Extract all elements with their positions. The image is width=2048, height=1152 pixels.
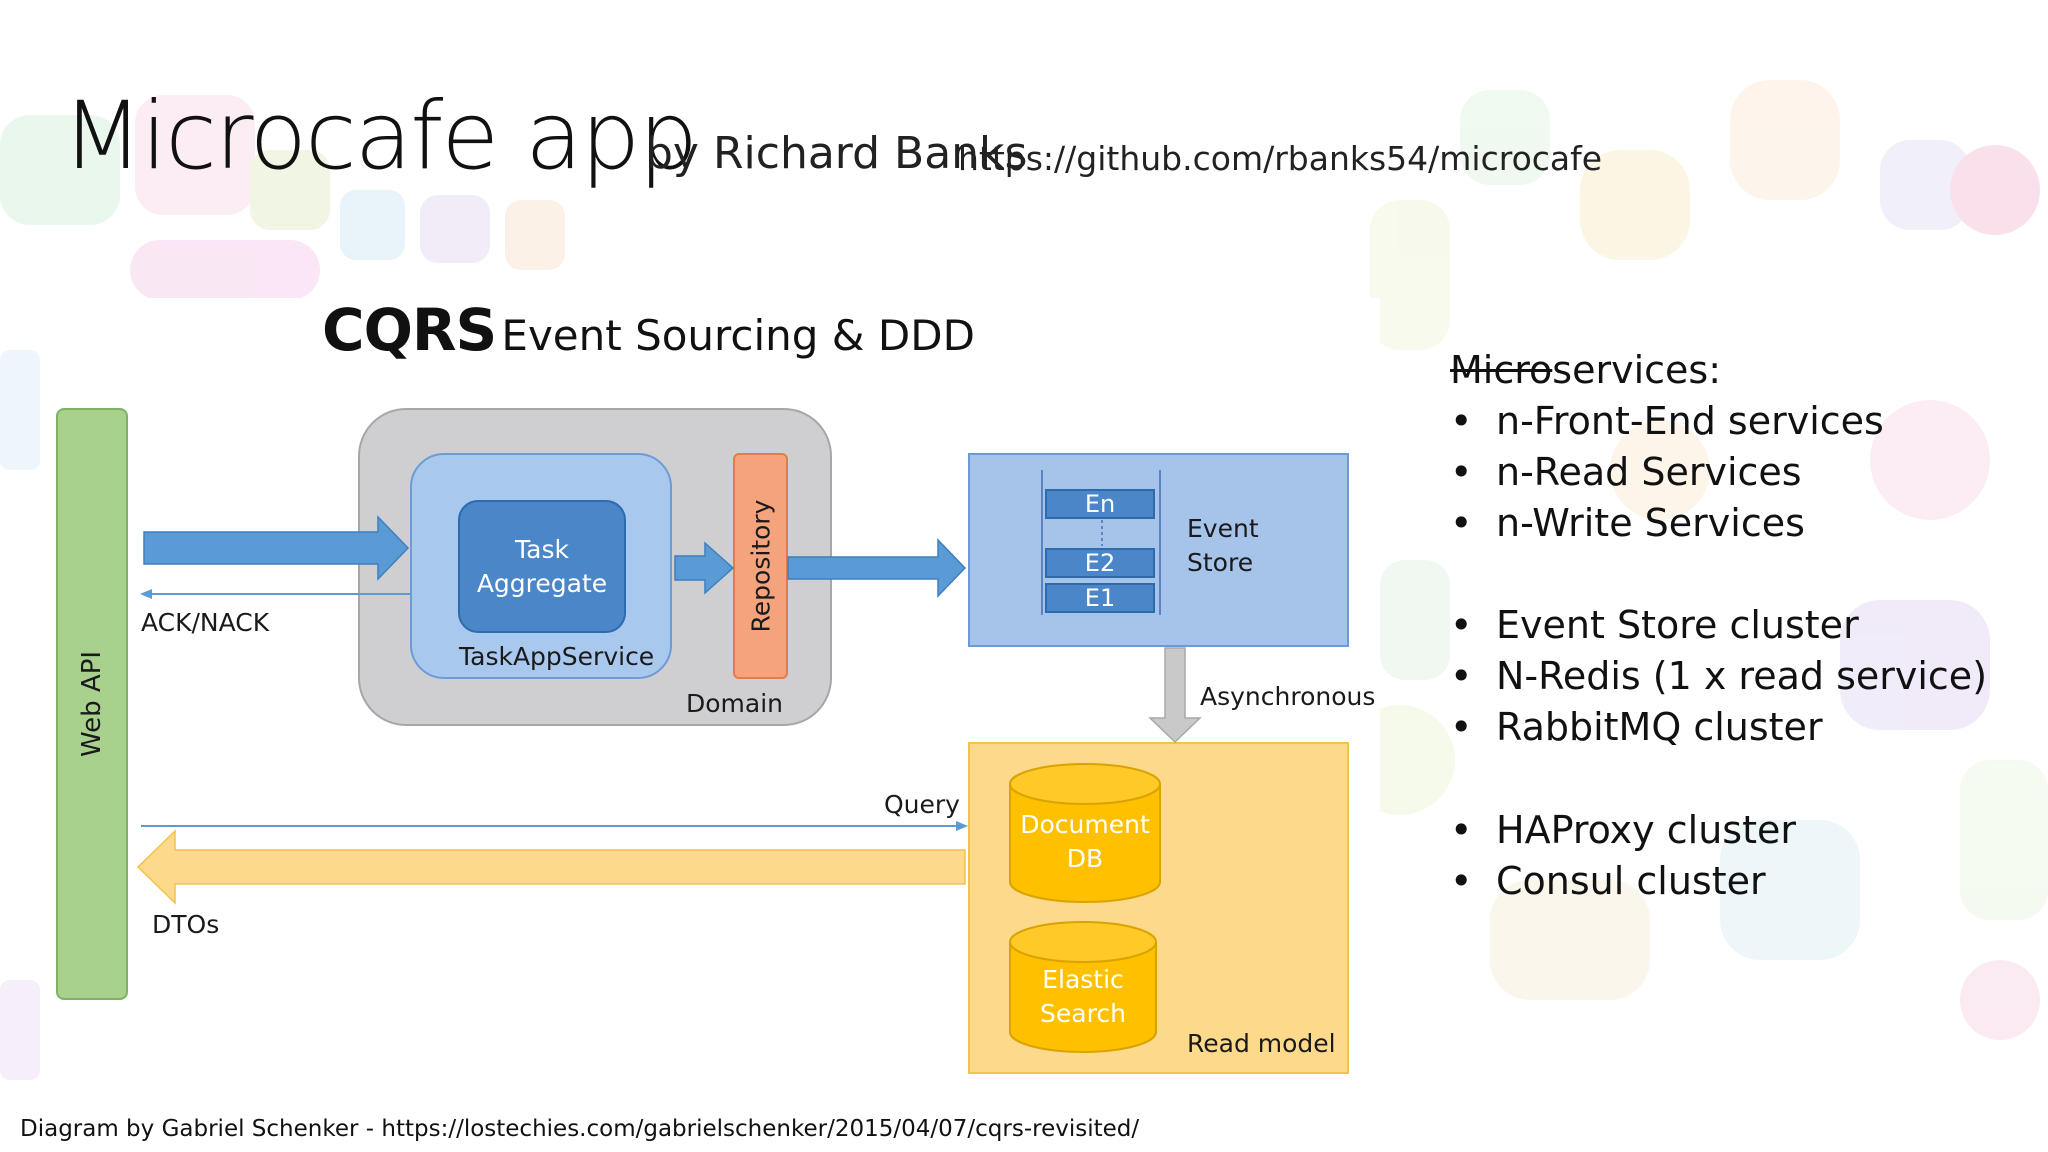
event-store-box (968, 453, 1349, 647)
event-store-label-line2: Store (1187, 548, 1254, 577)
event-cell-en: En (1045, 489, 1155, 519)
slide-url[interactable]: https://github.com/rbanks54/microcafe (958, 139, 1603, 178)
diagram-heading-cqrs: CQRS (322, 296, 497, 364)
list-item: • n-Write Services (1450, 501, 1805, 545)
repository-label: Repository (746, 499, 775, 633)
event-cell-e2: E2 (1045, 548, 1155, 578)
diagram-heading: CQRS Event Sourcing & DDD (322, 296, 975, 364)
dtos-label: DTOs (152, 910, 220, 939)
list-item: • HAProxy cluster (1450, 808, 1796, 852)
asynchronous-label: Asynchronous (1200, 682, 1376, 711)
repository-box: Repository (733, 453, 788, 679)
event-store-label: Event Store (1187, 512, 1259, 580)
list-item-text: n-Read Services (1496, 450, 1802, 494)
services-heading-rest: services: (1552, 348, 1721, 392)
bullet-dot: • (1450, 654, 1473, 698)
event-store-label-line1: Event (1187, 514, 1259, 543)
bullet-dot: • (1450, 705, 1473, 749)
list-item-text: n-Front-End services (1496, 399, 1884, 443)
read-model-label: Read model (1187, 1029, 1336, 1058)
list-item-text: HAProxy cluster (1496, 808, 1796, 852)
ack-nack-label: ACK/NACK (141, 608, 270, 637)
list-item-text: n-Write Services (1496, 501, 1805, 545)
bullet-dot: • (1450, 808, 1473, 852)
web-api-box: Web API (56, 408, 128, 1000)
list-item: • n-Read Services (1450, 450, 1802, 494)
diagram-heading-subtitle: Event Sourcing & DDD (501, 311, 975, 360)
list-item-text: Event Store cluster (1496, 603, 1859, 647)
slide-byline: by Richard Banks (645, 128, 1028, 179)
domain-label: Domain (686, 689, 784, 718)
bullet-dot: • (1450, 450, 1473, 494)
elastic-search-cylinder (1009, 921, 1157, 1053)
list-item-text: RabbitMQ cluster (1496, 705, 1823, 749)
document-db-label: Document DB (1008, 808, 1162, 876)
query-label: Query (884, 790, 960, 819)
bullet-dot: • (1450, 501, 1473, 545)
task-aggregate-box: Task Aggregate (458, 500, 626, 633)
list-item: • N-Redis (1 x read service) (1450, 654, 1987, 698)
document-db-cylinder (1009, 763, 1161, 903)
list-item-text: N-Redis (1 x read service) (1496, 654, 1988, 698)
document-db-label-line2: DB (1066, 844, 1104, 873)
bullet-dot: • (1450, 399, 1473, 443)
services-heading: Microservices: (1450, 348, 1721, 392)
bullet-dot: • (1450, 859, 1473, 903)
event-stack-rails (1041, 470, 1161, 615)
list-item: • Consul cluster (1450, 859, 1766, 903)
list-item-text: Consul cluster (1496, 859, 1766, 903)
footer-credit: Diagram by Gabriel Schenker - https://lo… (20, 1116, 1140, 1142)
elastic-search-label: Elastic Search (1008, 963, 1158, 1031)
task-aggregate-label-line2: Aggregate (476, 568, 608, 598)
task-app-service-label: TaskAppService (459, 642, 655, 671)
web-api-label: Web API (77, 650, 107, 758)
services-heading-struck: Micro (1450, 348, 1553, 392)
bullet-dot: • (1450, 603, 1473, 647)
document-db-label-line1: Document (1020, 810, 1150, 839)
elastic-search-label-line1: Elastic (1042, 965, 1124, 994)
list-item: • Event Store cluster (1450, 603, 1859, 647)
task-aggregate-label-line1: Task (515, 534, 569, 564)
slide-title: Microcafe app (62, 82, 698, 191)
event-cell-e1: E1 (1045, 583, 1155, 613)
list-item: • RabbitMQ cluster (1450, 705, 1823, 749)
elastic-search-label-line2: Search (1040, 999, 1126, 1028)
list-item: • n-Front-End services (1450, 399, 1884, 443)
